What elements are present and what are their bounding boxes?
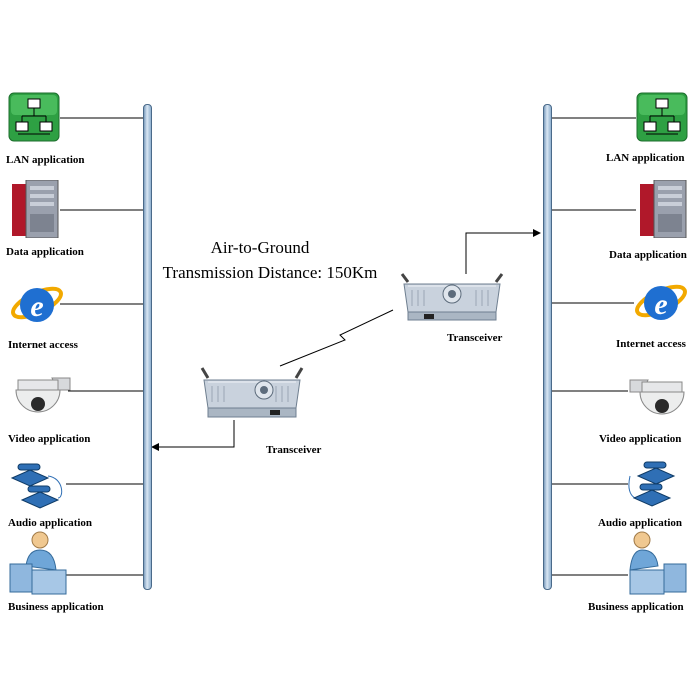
transceiver-right-icon — [400, 272, 504, 329]
server-icon — [640, 179, 688, 243]
diagram-title-line2: Transmission Distance: 150Km — [162, 263, 378, 282]
server-icon — [12, 179, 60, 243]
right-audio-label: Audio application — [598, 517, 683, 529]
right-transceiver-link — [465, 229, 541, 274]
internet-explorer-icon: e — [634, 274, 688, 333]
svg-text:e: e — [30, 290, 43, 323]
right-lan-label: LAN application — [606, 152, 685, 164]
transceiver-left-icon — [200, 366, 304, 427]
lan-icon — [8, 92, 60, 147]
wireless-link-icon — [279, 309, 394, 367]
right-branch-lines — [552, 117, 636, 576]
left-internet-label: Internet access — [8, 339, 78, 351]
left-lan-label: LAN application — [6, 154, 85, 166]
left-transceiver-link — [151, 420, 235, 451]
left-video-label: Video application — [8, 433, 91, 445]
transceiver-right-label: Transceiver — [447, 332, 503, 344]
telephone-icon — [8, 458, 70, 519]
operator-workstation-icon — [8, 530, 68, 601]
telephone-icon — [626, 458, 688, 519]
operator-workstation-icon — [628, 530, 688, 601]
right-internet-label: Internet access — [616, 338, 686, 350]
left-branch-lines — [60, 117, 145, 576]
right-video-label: Video application — [599, 433, 682, 445]
left-business-label: Business application — [8, 601, 104, 613]
diagram-title-line1: Air-to-Ground — [210, 238, 310, 257]
right-data-label: Data application — [609, 249, 687, 261]
internet-explorer-icon: e — [10, 276, 64, 335]
dome-camera-icon — [8, 370, 72, 427]
right-network-bus — [543, 104, 552, 590]
left-data-label: Data application — [6, 246, 84, 258]
left-network-bus — [143, 104, 152, 590]
right-business-label: Business application — [588, 601, 684, 613]
lan-icon — [636, 92, 688, 147]
transceiver-left-label: Transceiver — [266, 444, 322, 456]
left-audio-label: Audio application — [8, 517, 93, 529]
dome-camera-icon — [628, 372, 692, 429]
svg-text:e: e — [654, 288, 667, 321]
